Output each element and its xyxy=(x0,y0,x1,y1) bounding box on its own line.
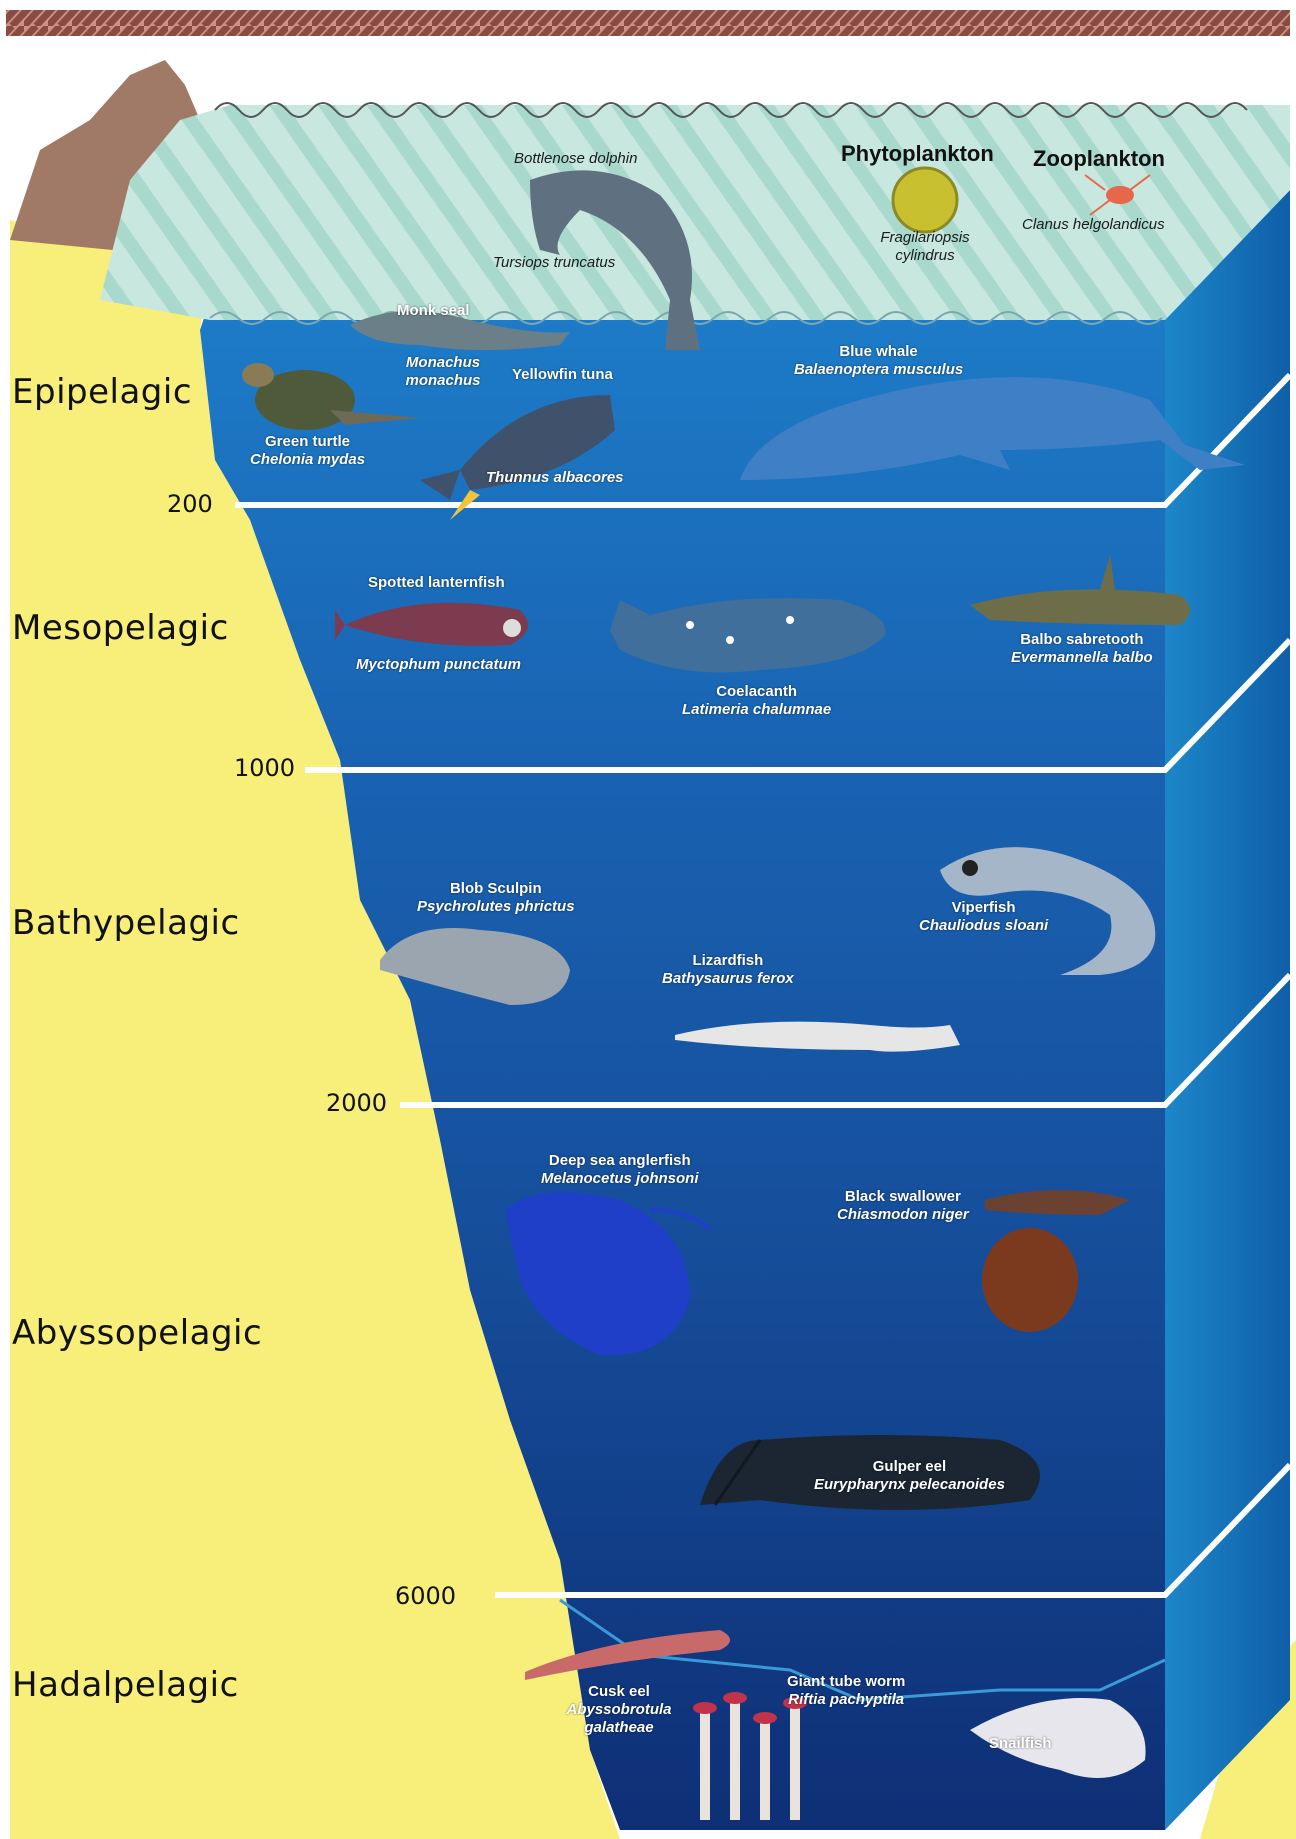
zone-label-hadalpelagic: Hadalpelagic xyxy=(12,1665,239,1705)
zone-label-abyssopelagic: Abyssopelagic xyxy=(12,1313,262,1353)
label-black-swallower: Black swallowerChiasmodon niger xyxy=(837,1188,969,1224)
depth-marker-2000: 2000 xyxy=(326,1089,387,1117)
label-snailfish: Snailfish xyxy=(989,1735,1052,1753)
label-cusk-eel: Cusk eelAbyssobrotula galatheae xyxy=(559,1683,679,1737)
label-tube-worm: Giant tube wormRiftia pachyptila xyxy=(787,1673,905,1709)
phytoplankton-figure xyxy=(893,168,957,232)
zone-label-mesopelagic: Mesopelagic xyxy=(12,608,229,648)
label-green-turtle: Green turtleChelonia mydas xyxy=(250,433,365,469)
depth-marker-200: 200 xyxy=(167,490,213,518)
label-gulper-eel: Gulper eelEurypharynx pelecanoides xyxy=(814,1458,1005,1494)
label-phyto-sci: Fragilariopsis cylindrus xyxy=(870,229,980,265)
label-dolphin-sci: Tursiops truncatus xyxy=(493,254,615,272)
phytoplankton-heading: Phytoplankton xyxy=(841,141,994,167)
label-lanternfish: Spotted lanternfish xyxy=(368,574,505,592)
label-zoo-sci: Clanus helgolandicus xyxy=(1022,216,1165,234)
label-lanternfish-sci: Myctophum punctatum xyxy=(356,656,521,674)
label-coelacanth: CoelacanthLatimeria chalumnae xyxy=(682,683,831,719)
depth-marker-1000: 1000 xyxy=(234,754,295,782)
depth-marker-6000: 6000 xyxy=(395,1582,456,1610)
label-dolphin-common: Bottlenose dolphin xyxy=(514,150,637,168)
label-yellowfin-tuna: Yellowfin tuna xyxy=(512,366,613,384)
zone-label-epipelagic: Epipelagic xyxy=(12,372,192,412)
label-monk-seal-sci: Monachus monachus xyxy=(398,354,488,390)
label-blue-whale: Blue whaleBalaenoptera musculus xyxy=(794,343,963,379)
label-lizardfish: LizardfishBathysaurus ferox xyxy=(662,952,794,988)
label-anglerfish: Deep sea anglerfishMelanocetus johnsoni xyxy=(541,1152,699,1188)
label-blob-sculpin: Blob SculpinPsychrolutes phrictus xyxy=(417,880,575,916)
label-yellowfin-tuna-sci: Thunnus albacores xyxy=(486,469,624,487)
label-balbo-sabretooth: Balbo sabretoothEvermannella balbo xyxy=(1011,631,1153,667)
sea-surface xyxy=(100,105,1290,320)
label-monk-seal: Monk seal xyxy=(397,302,470,320)
zooplankton-heading: Zooplankton xyxy=(1033,146,1165,172)
label-viperfish: ViperfishChauliodus sloani xyxy=(919,899,1048,935)
rope-border xyxy=(6,10,1290,36)
zone-label-bathypelagic: Bathypelagic xyxy=(12,903,240,943)
